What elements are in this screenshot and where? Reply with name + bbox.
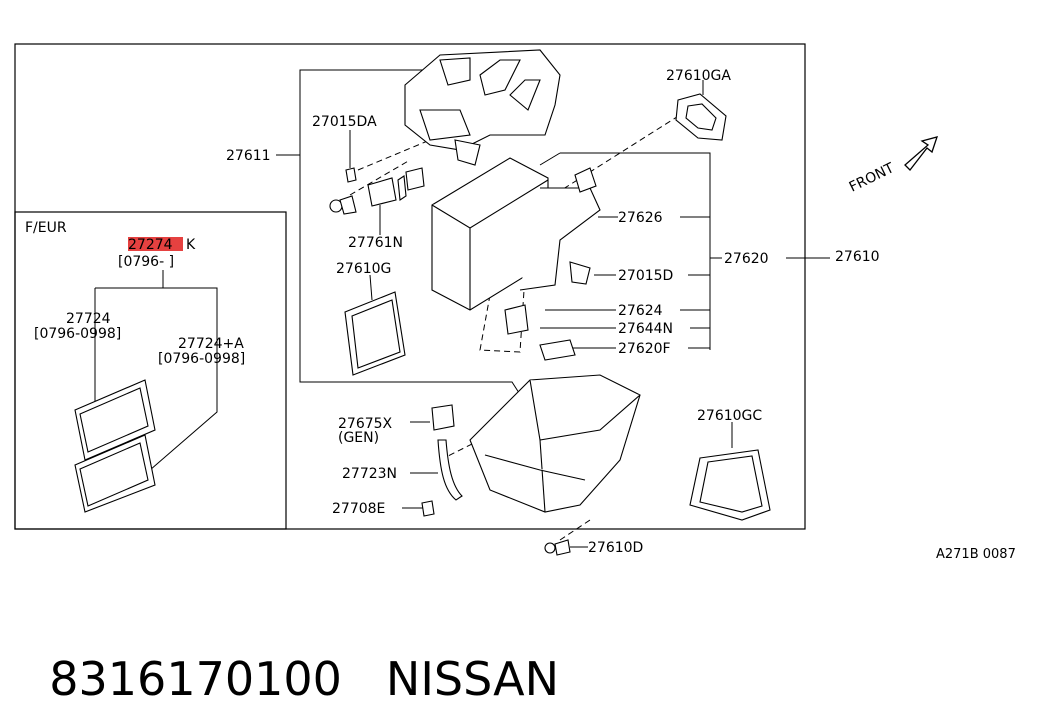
filter-27610GC (689, 449, 771, 521)
inset-part-suffix: K (186, 237, 196, 253)
drawing-code: A271B 0087 (936, 547, 1016, 562)
small-parts-bottom (421, 404, 571, 556)
label-27675X: 27675X (338, 416, 393, 432)
label-27610D: 27610D (588, 540, 643, 556)
part-labels: 27611 27015DA 27761N 27610G 27610GA 2762… (226, 68, 1016, 562)
parts-diagram: 27611 27015DA 27761N 27610G 27610GA 2762… (14, 43, 1016, 562)
inset-part-range: [0796- ] (118, 254, 174, 270)
lower-case-part (469, 374, 641, 513)
footer: 8316170100 NISSAN (20, 598, 559, 706)
label-27610GA: 27610GA (666, 68, 731, 84)
footer-brand: NISSAN (385, 652, 560, 706)
inset-27724: 27724 (66, 311, 111, 327)
filter-27610GA (675, 93, 727, 141)
label-27611: 27611 (226, 148, 271, 164)
label-27624: 27624 (618, 303, 663, 319)
evaporator-27620 (431, 157, 601, 361)
label-front: FRONT (847, 160, 897, 196)
small-parts-top (329, 167, 425, 215)
label-27620: 27620 (724, 251, 769, 267)
label-27620F: 27620F (618, 341, 671, 357)
highlight-box (128, 237, 183, 251)
label-27015DA: 27015DA (312, 114, 377, 130)
label-27723N: 27723N (342, 466, 397, 482)
upper-case-part (404, 49, 561, 166)
label-27761N: 27761N (348, 235, 403, 251)
label-27610: 27610 (835, 249, 880, 265)
label-gen: (GEN) (338, 430, 379, 446)
inset-filters (74, 379, 156, 513)
inset-labels: F/EUR 27274 K [0796- ] 27724 [0796-0998]… (25, 220, 245, 367)
footer-part-number: 8316170100 (49, 652, 342, 706)
inset-frame (14, 211, 287, 530)
label-27644N: 27644N (618, 321, 673, 337)
inset-27724-range: [0796-0998] (34, 326, 121, 342)
inset-title: F/EUR (25, 220, 67, 236)
inset-27724A: 27724+A (178, 336, 244, 352)
label-27610GC: 27610GC (697, 408, 762, 424)
filter-27610G (344, 291, 406, 376)
label-27610G: 27610G (336, 261, 391, 277)
inset-27724A-range: [0796-0998] (158, 351, 245, 367)
inset-part-strike: 27274 (128, 237, 173, 253)
label-27708E: 27708E (332, 501, 385, 517)
front-arrow-icon (904, 136, 938, 171)
label-27626: 27626 (618, 210, 663, 226)
label-27015D: 27015D (618, 268, 673, 284)
